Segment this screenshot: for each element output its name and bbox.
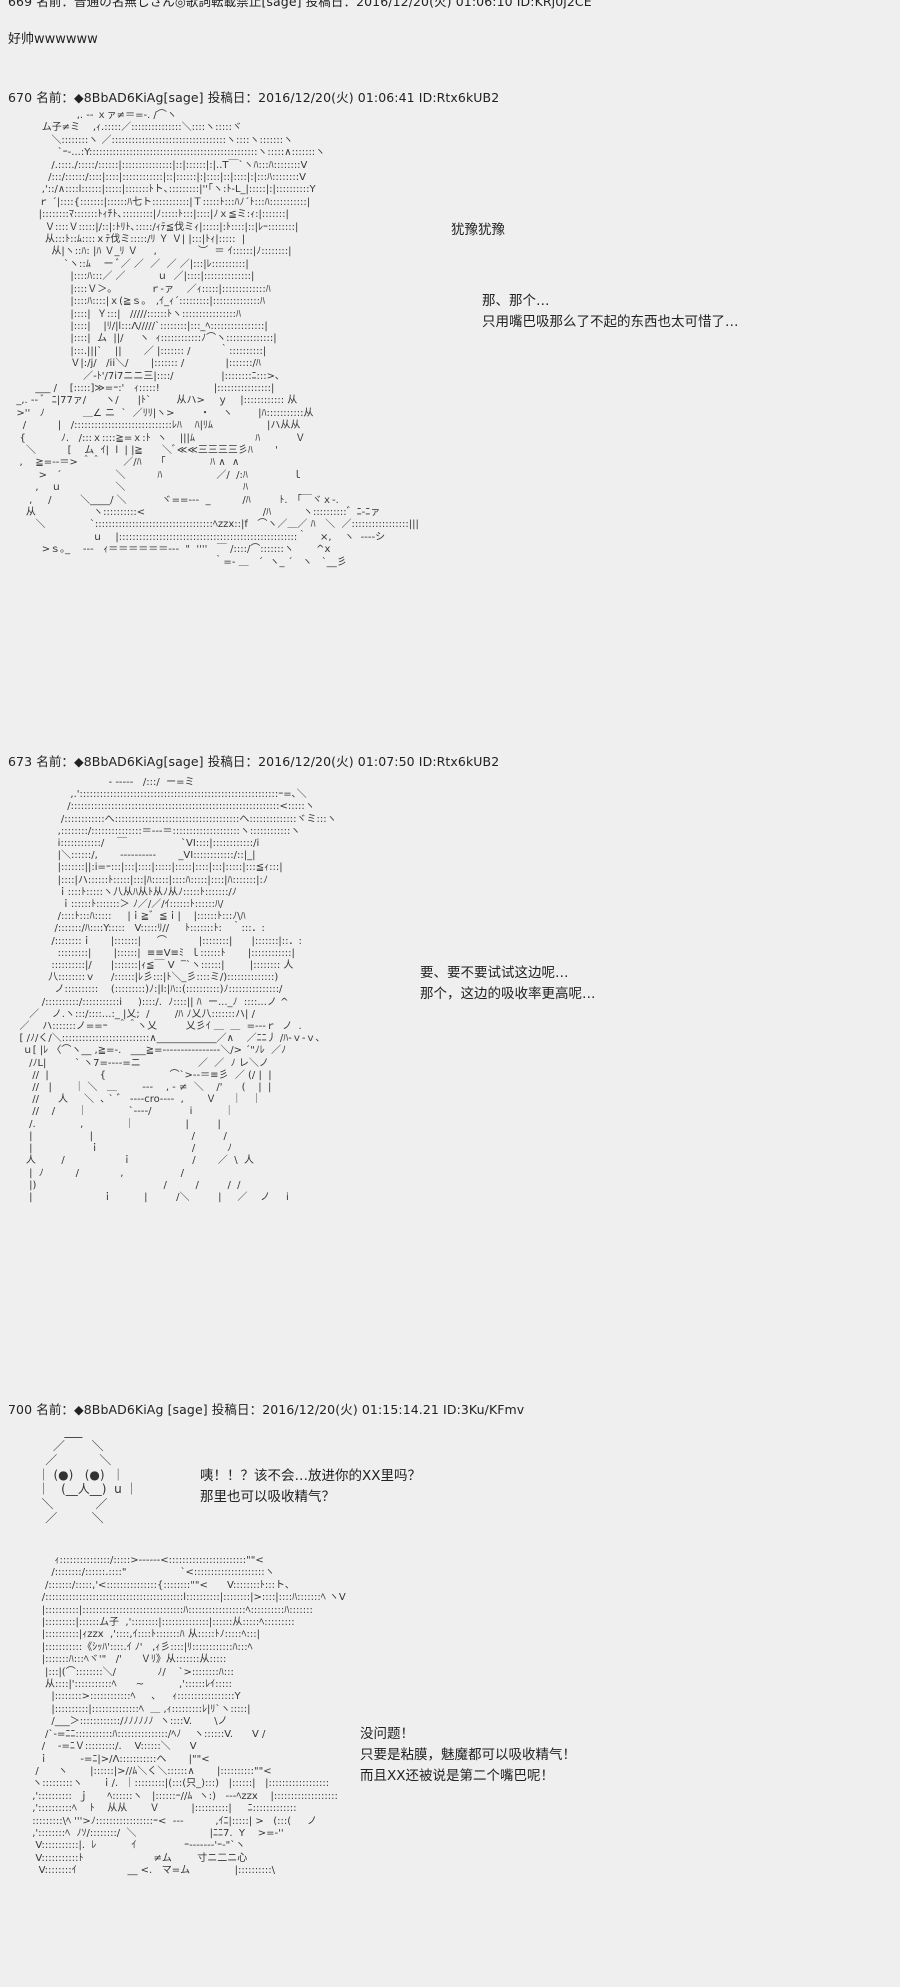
- post-670-speech-1: 犹豫犹豫: [451, 222, 505, 238]
- post-673-speech: 要、要不要试试这边呢… 那个，这边的吸收率更高呢…: [420, 965, 596, 1002]
- post-669-body: 好帅wwwwww: [8, 32, 98, 47]
- post-670-speech-2: 那、那个… 只用嘴巴吸那么了不起的东西也太可惜了…: [482, 293, 739, 330]
- post-700-speech-2: 没问题！ 只要是粘膜，魅魔都可以吸收精气！ 而且XX还被说是第二个嘴巴呢！: [360, 1726, 576, 1784]
- post-673-ascii-art: - ‐‐‐‐‐ /:::/ ー=ミ ,.':::::::::::::::::::…: [19, 777, 337, 1203]
- post-670-ascii-art: ,. -‐ ｘァ≠＝=-. /⌒ヽ ム子≠ミ ,ｨ.:::::／::::::::…: [16, 110, 419, 568]
- post-669-header: 669 名前：普通の名無しさん◎歌詞転載禁止[sage] 投稿日：2016/12…: [8, 0, 592, 9]
- post-700-header: 700 名前：◆8BbAD6KiAg [sage] 投稿日：2016/12/20…: [8, 1402, 525, 1417]
- post-700-ascii-art: ｨ:::::::::::::::/:::::>‐‐‐‐‐‐<::::::::::…: [32, 1555, 346, 1877]
- post-700-face-art: ___ ／ ＼ ／ ＼ ｜ (●) (●) ｜ ｜ (__人__) u ｜ ＼ …: [37, 1424, 138, 1525]
- post-700-speech-1: 咦！！？该不会…放进你的XX里吗？ 那里也可以吸收精气？: [200, 1468, 421, 1505]
- post-673-header: 673 名前：◆8BbAD6KiAg[sage] 投稿日：2016/12/20(…: [8, 754, 500, 769]
- post-670-header: 670 名前：◆8BbAD6KiAg[sage] 投稿日：2016/12/20(…: [8, 90, 500, 105]
